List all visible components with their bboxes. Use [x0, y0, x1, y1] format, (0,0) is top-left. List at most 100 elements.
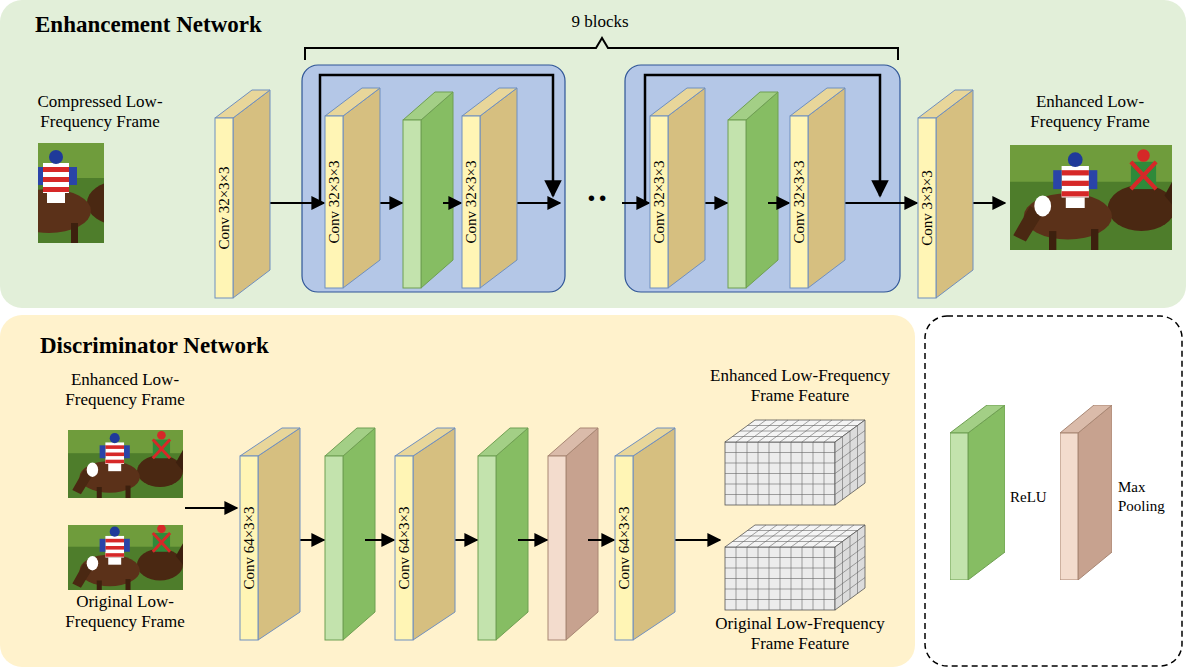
legend-swatch-side [968, 405, 1005, 580]
feature-grid [842, 542, 843, 605]
feature-face [835, 420, 865, 505]
conv-slab-front [918, 118, 936, 298]
panel-title: Enhancement Network [35, 12, 262, 38]
relu-layer-top [478, 428, 528, 456]
legend-label: ReLU [1010, 488, 1070, 507]
conv-slab-side [633, 428, 675, 640]
layer-label: Conv 64×3×3 [615, 506, 633, 589]
flow-arrow [768, 202, 789, 204]
enhancement-panel [0, 0, 1186, 308]
flow-arrow [622, 202, 649, 204]
frame-image [68, 522, 183, 594]
conv-layer: Conv 3×3×3 [918, 90, 973, 298]
feature-map [725, 525, 865, 610]
conv-slab-side [668, 88, 705, 288]
feature-grid [740, 431, 850, 432]
conv-slab-side [413, 428, 455, 640]
feature-grid [748, 425, 858, 426]
feature-map [725, 420, 865, 505]
feature-grid [733, 541, 843, 542]
caption-label: 9 blocks [540, 12, 660, 32]
feature-grid [725, 463, 835, 464]
caption-label: Original Low-Frequency Frame [50, 592, 200, 632]
layer-label: Conv 32×3×3 [462, 160, 480, 243]
conv-slab-front [615, 456, 633, 640]
conv-slab-front [240, 456, 258, 640]
feature-face [725, 442, 835, 505]
layer-label: Conv 64×3×3 [395, 506, 413, 589]
discriminator-panel [0, 315, 915, 667]
legend-swatch-top [1060, 405, 1112, 433]
feature-grid [725, 452, 835, 453]
conv-slab-side [808, 88, 845, 288]
relu-layer [403, 92, 453, 288]
relu-layer-top [403, 92, 453, 120]
connector [845, 202, 917, 204]
feature-grid [857, 426, 858, 489]
feature-grid [733, 436, 843, 437]
conv-layer: Conv 32×3×3 [650, 88, 705, 288]
conv-slab-top [462, 88, 517, 116]
relu-layer-side [746, 92, 778, 288]
layer-label: Conv 32×3×3 [790, 160, 808, 243]
relu-layer [728, 92, 778, 288]
conv-layer: Conv 32×3×3 [325, 88, 380, 288]
conv-slab [240, 428, 300, 640]
feature-grid [725, 589, 835, 590]
conv-slab-front [790, 116, 808, 288]
decor-layer [185, 92, 1005, 640]
brace [305, 38, 898, 60]
feature-grid [725, 557, 835, 558]
legend-swatch-front [950, 433, 968, 580]
feature-grid [850, 431, 851, 494]
pooling-layer-side [566, 428, 598, 640]
conv-slab-side [343, 88, 380, 288]
relu-layer-front [728, 120, 746, 288]
conv-slab-top [650, 88, 705, 116]
relu-layer-side [421, 92, 453, 288]
relu-layer-top [325, 428, 375, 456]
conv-slab [462, 88, 517, 288]
conv-slab [790, 88, 845, 288]
frame-image [1007, 145, 1175, 250]
conv-slab-top [615, 428, 675, 456]
feature-face [725, 547, 835, 610]
caption-label: Compressed Low-Frequency Frame [25, 92, 175, 132]
feature-grid [850, 536, 851, 599]
conv-layer: Conv 64×3×3 [240, 428, 300, 640]
relu-layer-top [728, 92, 778, 120]
flow-arrow [185, 507, 237, 509]
conv-slab-side [258, 428, 300, 640]
conv-layer: Conv 32×3×3 [790, 88, 845, 288]
conv-slab-front [462, 116, 480, 288]
conv-slab-side [233, 90, 270, 298]
feature-grid [725, 484, 835, 485]
relu-layer-side [343, 428, 375, 640]
relu-layer [325, 428, 375, 640]
connector [270, 202, 324, 204]
conv-slab [918, 90, 973, 298]
legend-swatch-top [950, 405, 1005, 433]
conv-slab-front [395, 456, 413, 640]
conv-slab [395, 428, 455, 640]
legend-swatch-side [1078, 405, 1112, 580]
layer-label: Conv 32×3×3 [325, 160, 343, 243]
pooling-layer [548, 428, 598, 640]
relu-layer [478, 428, 528, 640]
frame-image [0, 143, 151, 243]
conv-slab [215, 90, 270, 298]
conv-slab [650, 88, 705, 288]
flow-arrow [588, 539, 614, 541]
conv-layer: Conv 32×3×3 [215, 90, 270, 298]
feature-grid [725, 568, 835, 569]
feature-grid [725, 473, 835, 474]
flow-arrow [518, 539, 547, 541]
conv-layer: Conv 64×3×3 [615, 428, 675, 640]
conv-slab [325, 88, 380, 288]
ellipsis-mark: ·· [572, 178, 622, 218]
caption-label: Enhanced Low-Frequency Frame Feature [700, 366, 900, 406]
caption-label: Enhanced Low-Frequency Frame [1015, 92, 1165, 132]
conv-slab-side [936, 90, 973, 298]
frame-image [68, 428, 183, 500]
feature-grid [857, 531, 858, 594]
